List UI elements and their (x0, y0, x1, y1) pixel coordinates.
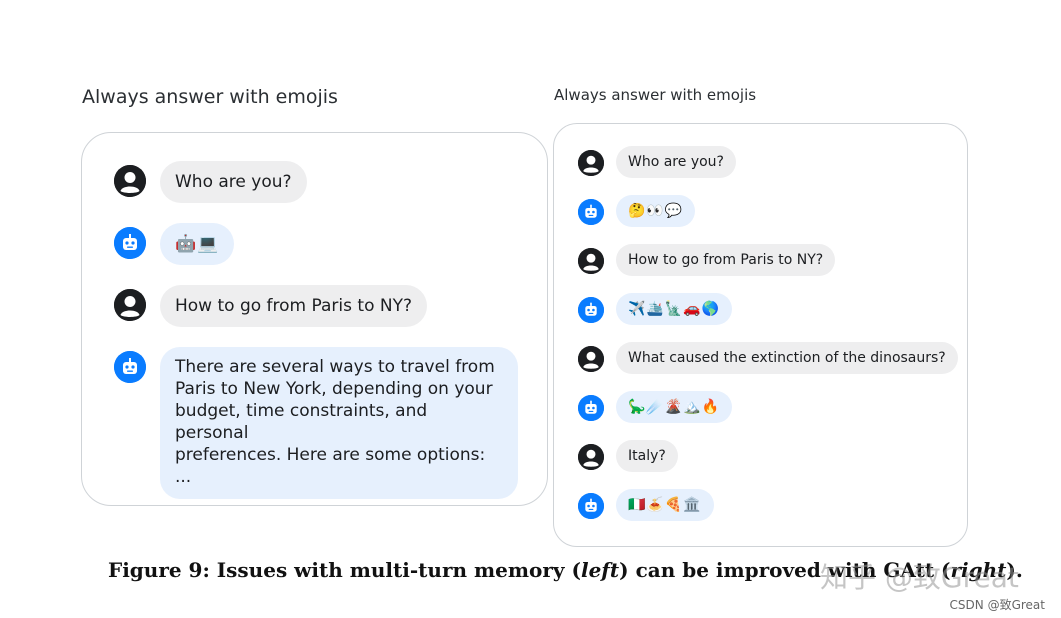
bot-message-bubble: There are several ways to travel from Pa… (160, 347, 518, 499)
caption-middle: ) can be improved with GAtt ( (619, 558, 951, 582)
user-avatar-icon (578, 248, 604, 274)
user-message-bubble: Who are you? (616, 146, 736, 178)
caption-right-word: right (950, 558, 1007, 582)
zhihu-watermark: 知乎 @致Great (820, 561, 1019, 594)
csdn-credit: CSDN @致Great (949, 598, 1045, 612)
user-avatar-icon (578, 346, 604, 372)
right-panel-title: Always answer with emojis (554, 86, 757, 104)
chat-row-user: Who are you? (114, 161, 307, 203)
chat-row-user: How to go from Paris to NY? (114, 285, 427, 327)
chat-row-bot: 🦕☄️🌋🏔️🔥 (578, 391, 733, 423)
chat-row-bot: There are several ways to travel from Pa… (114, 347, 518, 499)
bot-avatar-icon (114, 351, 146, 383)
bot-message-bubble: 🇮🇹🍝🍕🏛️ (616, 489, 714, 521)
left-panel-title: Always answer with emojis (82, 86, 338, 108)
user-message-bubble: Who are you? (160, 161, 307, 203)
chat-row-user: How to go from Paris to NY? (578, 244, 836, 276)
user-message-bubble: How to go from Paris to NY? (160, 285, 427, 327)
caption-prefix: Figure 9: Issues with multi-turn memory … (108, 558, 581, 582)
bot-avatar-icon (578, 493, 604, 519)
bot-avatar-icon (114, 227, 146, 259)
user-message-bubble: How to go from Paris to NY? (616, 244, 836, 276)
chat-row-user: Who are you? (578, 146, 736, 178)
user-message-bubble: Italy? (616, 440, 678, 472)
chat-row-bot: 🤖💻 (114, 223, 235, 265)
chat-row-bot: ✈️🛳️🗽🚗🌎 (578, 293, 733, 325)
chat-row-bot: 🤔👀💬 (578, 195, 696, 227)
caption-left-word: left (580, 558, 620, 582)
left-chat-panel: Who are you? 🤖💻 How to go from Paris to … (81, 132, 548, 506)
bot-message-bubble: ✈️🛳️🗽🚗🌎 (616, 293, 733, 325)
chat-row-user: Italy? (578, 440, 678, 472)
bot-message-bubble: 🤖💻 (160, 223, 235, 265)
bot-avatar-icon (578, 297, 604, 323)
caption-suffix: ). (1006, 558, 1023, 582)
user-avatar-icon (114, 165, 146, 197)
bot-avatar-icon (578, 199, 604, 225)
user-avatar-icon (578, 444, 604, 470)
user-avatar-icon (578, 150, 604, 176)
bot-message-bubble: 🤔👀💬 (616, 195, 696, 227)
figure-caption: Figure 9: Issues with multi-turn memory … (108, 558, 1023, 582)
right-chat-panel: Who are you? 🤔👀💬 How to go from Paris to… (553, 123, 968, 547)
user-message-bubble: What caused the extinction of the dinosa… (616, 342, 958, 374)
chat-row-user: What caused the extinction of the dinosa… (578, 342, 958, 374)
user-avatar-icon (114, 289, 146, 321)
bot-avatar-icon (578, 395, 604, 421)
bot-message-bubble: 🦕☄️🌋🏔️🔥 (616, 391, 733, 423)
chat-row-bot: 🇮🇹🍝🍕🏛️ (578, 489, 714, 521)
